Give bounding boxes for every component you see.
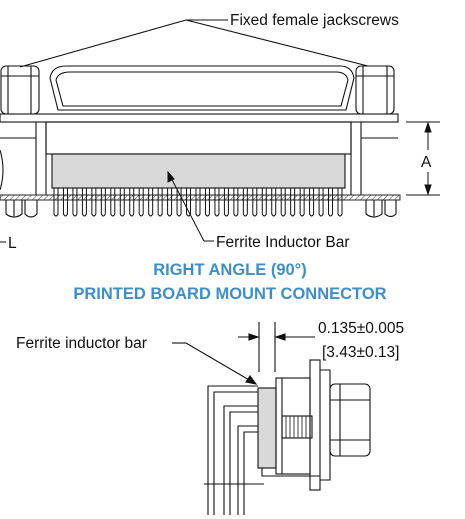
right-jackscrew xyxy=(355,65,395,115)
tail-pin xyxy=(280,188,286,217)
dsub-shell xyxy=(49,65,355,111)
ferrite-bar-side xyxy=(257,387,277,469)
jackscrew-leader-left xyxy=(19,19,187,68)
tail-pin xyxy=(138,188,144,217)
tail-pin xyxy=(214,188,220,217)
jackscrews-label: Fixed female jackscrews xyxy=(230,12,399,29)
dim-l-label: L xyxy=(8,235,17,252)
mounting-flange xyxy=(0,113,399,123)
tail-pin xyxy=(271,188,277,217)
tail-pin xyxy=(318,188,324,217)
ferrite-bar-front xyxy=(51,153,346,189)
tail-pin xyxy=(91,188,97,217)
ferrite-bar-side-label: Ferrite inductor bar xyxy=(16,335,147,352)
insulator-body xyxy=(45,121,352,155)
side-view xyxy=(172,322,371,515)
bent-pin-3 xyxy=(237,425,258,515)
tail-pin xyxy=(110,188,116,217)
dim-value-metric-label: [3.43±0.13] xyxy=(322,344,399,361)
tail-pin xyxy=(62,188,68,217)
tail-pin xyxy=(299,188,305,217)
bent-pin-1 xyxy=(207,385,258,515)
tail-pin xyxy=(337,188,343,217)
bent-pin-2 xyxy=(223,405,258,515)
left-jackscrew xyxy=(0,65,40,115)
jackscrew-leader-right xyxy=(185,19,369,67)
tail-pin xyxy=(261,188,267,217)
tail-pin xyxy=(100,188,106,217)
tail-pin xyxy=(328,188,334,217)
dim-a-label: A xyxy=(421,154,432,171)
tail-pin xyxy=(309,188,315,217)
ferrite-leader-front xyxy=(167,170,214,242)
tail-pin xyxy=(290,188,296,217)
contact-pins xyxy=(53,188,343,217)
view-title-line1: RIGHT ANGLE (90°) xyxy=(153,261,307,279)
dimension-a xyxy=(406,121,440,196)
tail-pin xyxy=(242,188,248,217)
tail-pin xyxy=(186,188,192,217)
tail-pin xyxy=(81,188,87,217)
tail-pin xyxy=(157,188,163,217)
tail-pin xyxy=(148,188,154,217)
tail-pin xyxy=(204,188,210,217)
tail-pin xyxy=(53,188,59,217)
ferrite-bar-label: Ferrite Inductor Bar xyxy=(216,234,350,251)
front-view xyxy=(0,19,401,218)
dim-value-label: 0.135±0.005 xyxy=(318,320,404,337)
tail-pin xyxy=(252,188,258,217)
tail-pin xyxy=(119,188,125,217)
tail-pin xyxy=(233,188,239,217)
tail-pin xyxy=(72,188,78,217)
side-flange xyxy=(309,359,321,491)
tail-pin xyxy=(195,188,201,217)
tail-pin xyxy=(176,188,182,217)
dsub-shell-inner xyxy=(55,71,349,107)
side-jackscrew-nut xyxy=(329,383,371,457)
tail-pin xyxy=(223,188,229,217)
view-title-line2: PRINTED BOARD MOUNT CONNECTOR xyxy=(73,285,386,303)
tail-pin xyxy=(167,188,173,217)
tail-pin xyxy=(129,188,135,217)
